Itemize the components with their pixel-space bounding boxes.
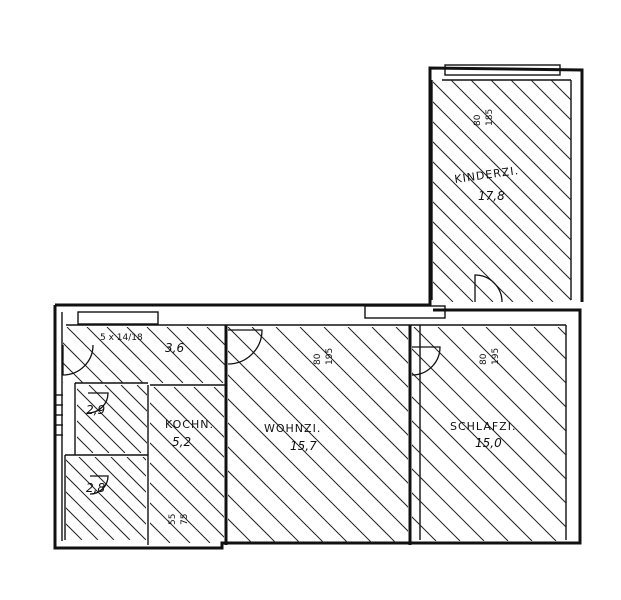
hatch-schlaf [412,327,566,541]
door-wohnzimmer [227,329,263,365]
bad-area: 2,9 [86,403,105,417]
kueche-area: 5,2 [172,435,191,449]
kinderzimmer-name: KINDERZI. [454,164,520,186]
room-labels: KINDERZI. 17,8 80 185 3,6 5 x 14/18 2,9 … [86,109,520,525]
schlafzimmer-dim2: 195 [491,348,501,365]
window-marks [77,64,561,325]
wohnzimmer-area: 15,7 [290,439,317,453]
kinderzimmer-dim2: 185 [485,109,495,126]
schlafzimmer-name: SCHLAFZI. [450,420,516,433]
door-schlafzimmer [411,346,441,376]
doors [62,274,503,495]
hatch-flur [63,327,225,383]
hatch-wohn [228,327,408,543]
hatch-kinder [433,80,571,302]
door-kinderzimmer [474,274,503,303]
stair-marks [55,394,63,436]
exterior-walls [53,66,584,550]
wohnzimmer-dim2: 195 [325,348,335,365]
room-hatching [63,80,571,543]
kueche-dim1: 55 [168,514,178,525]
schlafzimmer-dim1: 80 [479,353,489,365]
hatch-bad [77,385,147,453]
kueche-name: KOCHN. [165,418,214,431]
door-flur [62,344,94,376]
door-wc [89,475,109,495]
hatch-wc [66,457,146,540]
wohnzimmer-name: WOHNZI. [264,422,321,435]
kinderzimmer-dim1: 80 [473,114,483,126]
wohnzimmer-dim1: 80 [313,353,323,365]
flur-area: 3,6 [165,341,184,355]
kueche-dim2: 75 [180,514,190,525]
door-bad [87,392,109,414]
corridor-note: 5 x 14/18 [100,333,143,343]
hatch-kueche [150,387,224,543]
wc-area: 2,8 [86,481,105,495]
schlafzimmer-area: 15,0 [475,436,502,450]
kinderzimmer-area: 17,8 [478,189,505,203]
interior-walls [64,325,412,545]
